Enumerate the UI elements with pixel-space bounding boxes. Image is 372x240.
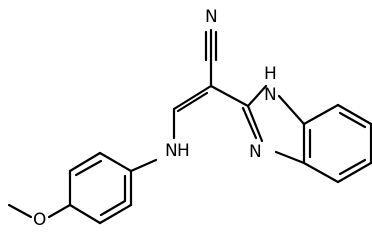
bond-vinyl-imidazole <box>209 84 250 108</box>
bond-oxygen-methyl <box>7 203 33 219</box>
amine-nitrogen-label: N <box>165 141 178 161</box>
ether-oxygen-label: O <box>33 210 46 230</box>
imidazole-ring <box>241 84 306 165</box>
methoxyphenyl-ring <box>68 151 133 225</box>
imidazole-nitrogen-label: N <box>249 142 262 162</box>
vinyl-double-bond <box>172 84 213 113</box>
amine-hydrogen-label: H <box>177 141 190 161</box>
nitrile-triple-bond <box>204 28 218 62</box>
imidazole-nh-hydrogen-label: H <box>264 64 277 84</box>
nitrile-nitrogen-label: N <box>205 7 218 27</box>
bond-aryl-oxygen <box>47 203 72 219</box>
imidazole-nh-nitrogen-label: N <box>264 85 277 105</box>
fused-benzene-ring <box>302 103 372 184</box>
bond-nh-aryl <box>129 158 158 173</box>
